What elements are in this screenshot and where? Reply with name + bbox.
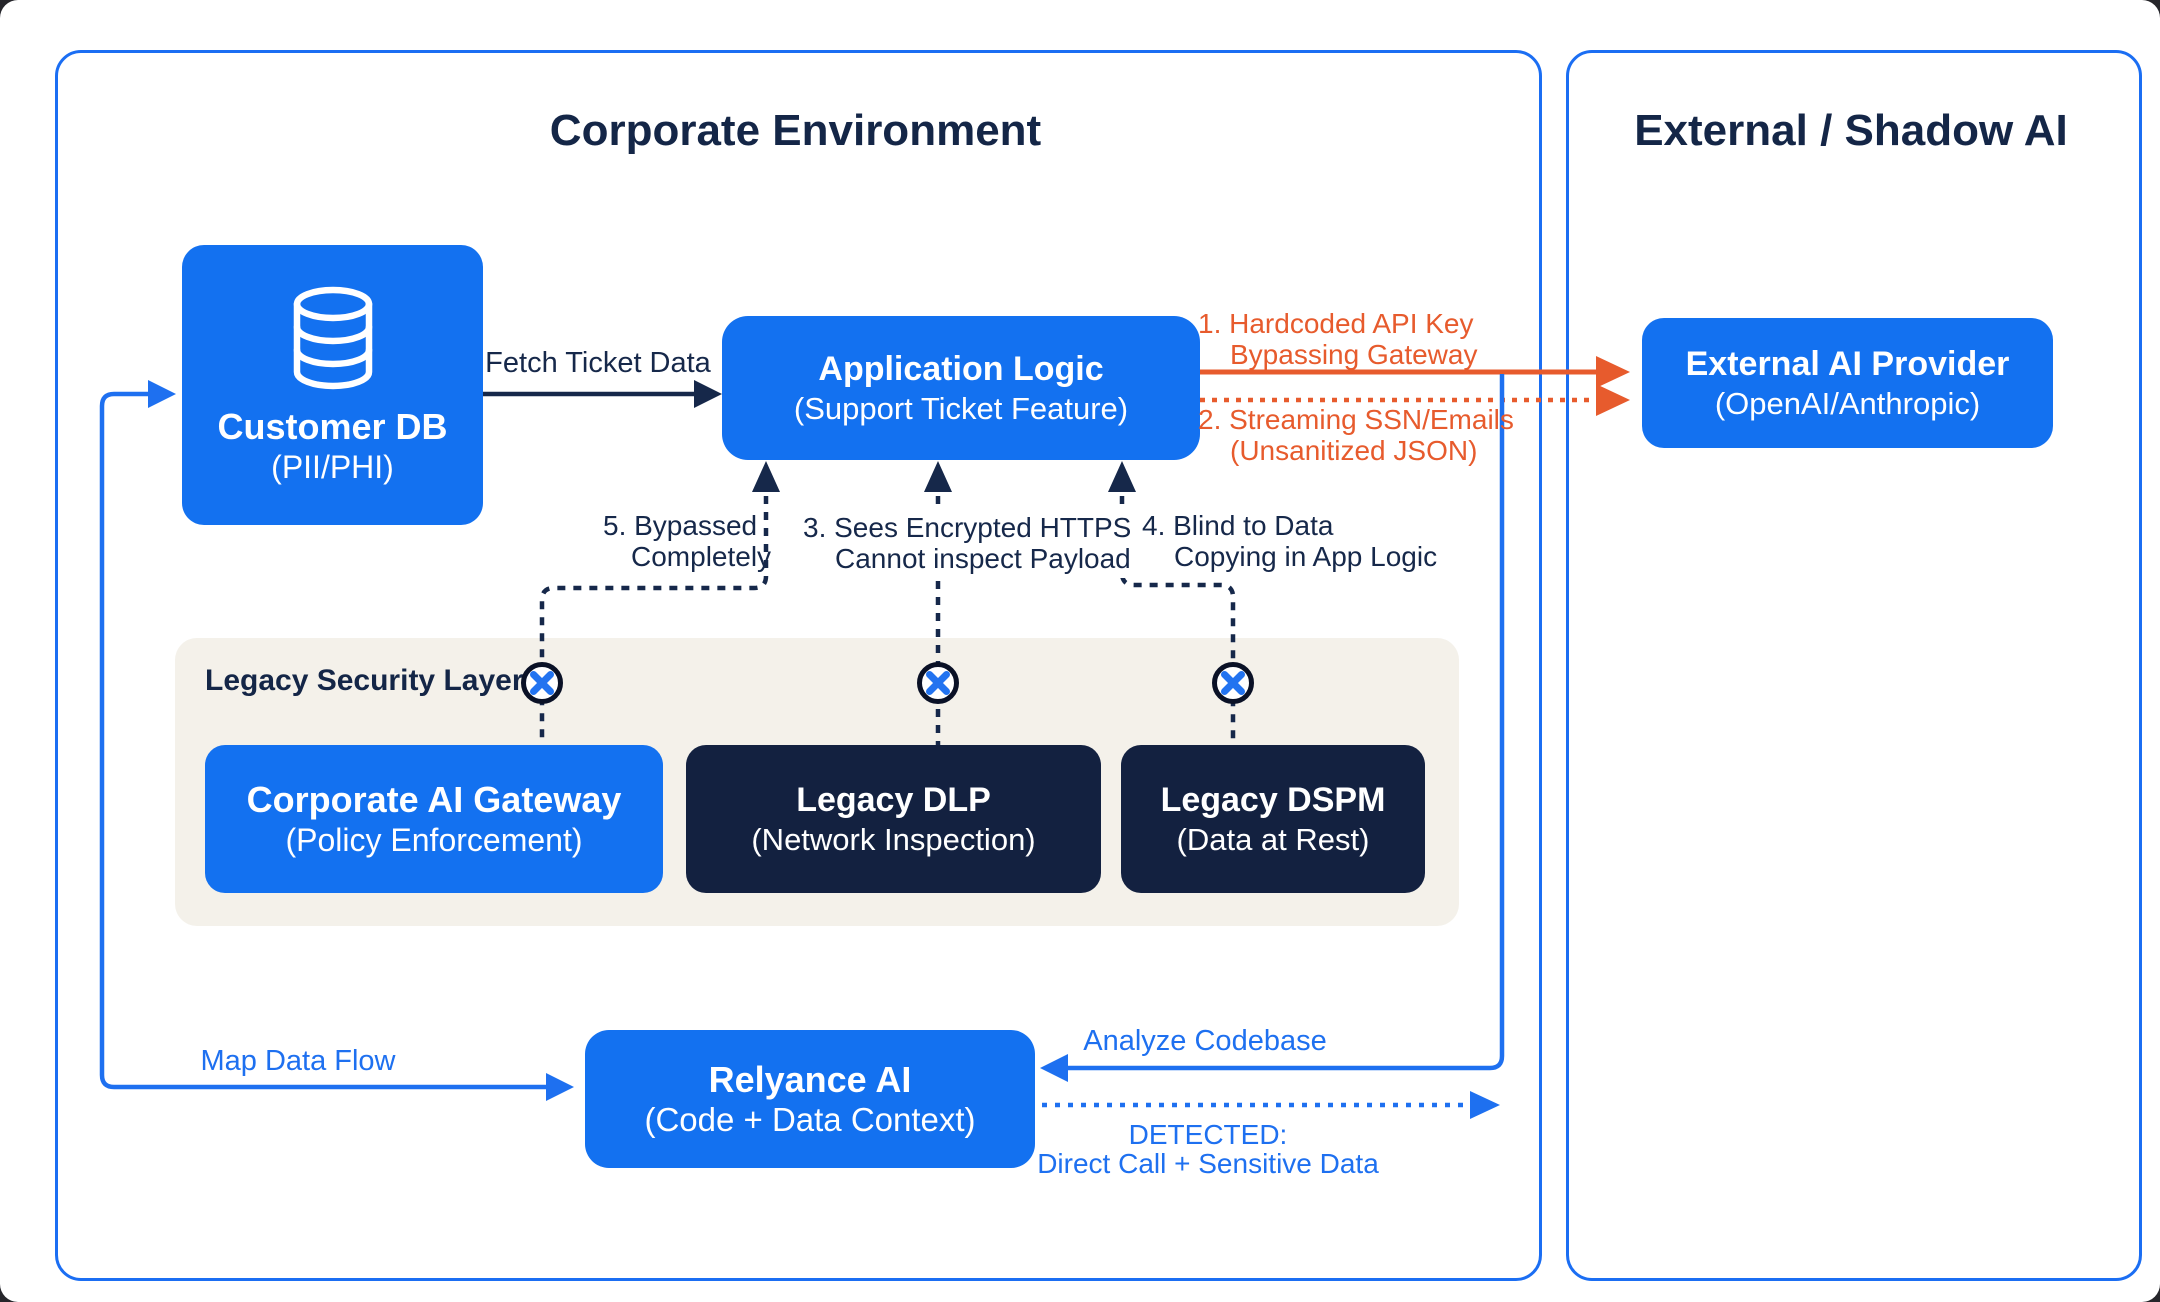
external-shadow-ai-panel [1566, 50, 2142, 1281]
hardcoded-api-key-line1: 1. Hardcoded API Key [1198, 308, 1474, 339]
bypassed-line2: Completely [631, 541, 772, 572]
sees-encrypted-line2: Cannot inspect Payload [835, 543, 1131, 574]
relyance-ai-subtitle: (Code + Data Context) [644, 1101, 976, 1138]
hardcoded-api-key-label: 1. Hardcoded API Key Bypassing Gateway [1198, 308, 1538, 370]
sees-encrypted-label: 3. Sees Encrypted HTTPS Cannot inspect P… [803, 510, 1138, 578]
detected-line1: DETECTED: [1128, 1119, 1288, 1150]
analyze-codebase-label: Analyze Codebase [1083, 1025, 1327, 1057]
legacy-dlp-subtitle: (Network Inspection) [751, 822, 1036, 857]
external-ai-provider-subtitle: (OpenAI/Anthropic) [1714, 386, 1981, 421]
bypassed-label: 5. Bypassed Completely [603, 510, 771, 572]
detected-label: DETECTED: Direct Call + Sensitive Data [1008, 1120, 1408, 1178]
relyance-ai-title: Relyance AI [708, 1059, 912, 1100]
blind-to-data-line1: 4. Blind to Data [1142, 510, 1334, 541]
corporate-ai-gateway-subtitle: (Policy Enforcement) [285, 822, 583, 858]
legacy-dlp-title: Legacy DLP [796, 781, 991, 819]
application-logic-subtitle: (Support Ticket Feature) [793, 391, 1129, 426]
customer-db-subtitle: (PII/PHI) [271, 449, 394, 485]
streaming-ssn-line2: (Unsanitized JSON) [1230, 435, 1478, 466]
application-logic-node: Application Logic (Support Ticket Featur… [722, 316, 1200, 460]
fetch-ticket-data-label: Fetch Ticket Data [485, 347, 711, 379]
legacy-dspm-title: Legacy DSPM [1160, 781, 1386, 819]
bypassed-line1: 5. Bypassed [603, 510, 758, 541]
corporate-ai-gateway-title: Corporate AI Gateway [246, 779, 622, 820]
map-data-flow-label: Map Data Flow [200, 1045, 396, 1077]
customer-db-title: Customer DB [217, 406, 448, 447]
streaming-ssn-label: 2. Streaming SSN/Emails (Unsanitized JSO… [1198, 404, 1538, 466]
corporate-ai-gateway-node: Corporate AI Gateway (Policy Enforcement… [205, 745, 663, 893]
sees-encrypted-line1: 3. Sees Encrypted HTTPS [803, 512, 1132, 543]
blind-to-data-line2: Copying in App Logic [1174, 541, 1438, 572]
relyance-ai-node: Relyance AI (Code + Data Context) [585, 1030, 1035, 1168]
hardcoded-api-key-line2: Bypassing Gateway [1230, 339, 1478, 370]
streaming-ssn-line1: 2. Streaming SSN/Emails [1198, 404, 1514, 435]
detected-line2: Direct Call + Sensitive Data [1037, 1148, 1379, 1179]
external-panel-title: External / Shadow AI [1634, 106, 2068, 155]
external-ai-provider-title: External AI Provider [1685, 345, 2010, 383]
legacy-dspm-node: Legacy DSPM (Data at Rest) [1121, 745, 1425, 893]
external-ai-provider-node: External AI Provider (OpenAI/Anthropic) [1642, 318, 2053, 448]
legacy-dspm-subtitle: (Data at Rest) [1176, 822, 1370, 857]
legacy-dlp-node: Legacy DLP (Network Inspection) [686, 745, 1101, 893]
legacy-security-layer-label: Legacy Security Layer [205, 664, 524, 697]
database-icon [293, 286, 372, 390]
customer-db-node: Customer DB (PII/PHI) [182, 245, 483, 525]
blind-to-data-label: 4. Blind to Data Copying in App Logic [1142, 510, 1437, 572]
application-logic-title: Application Logic [818, 350, 1104, 388]
corporate-panel-title: Corporate Environment [549, 106, 1042, 155]
